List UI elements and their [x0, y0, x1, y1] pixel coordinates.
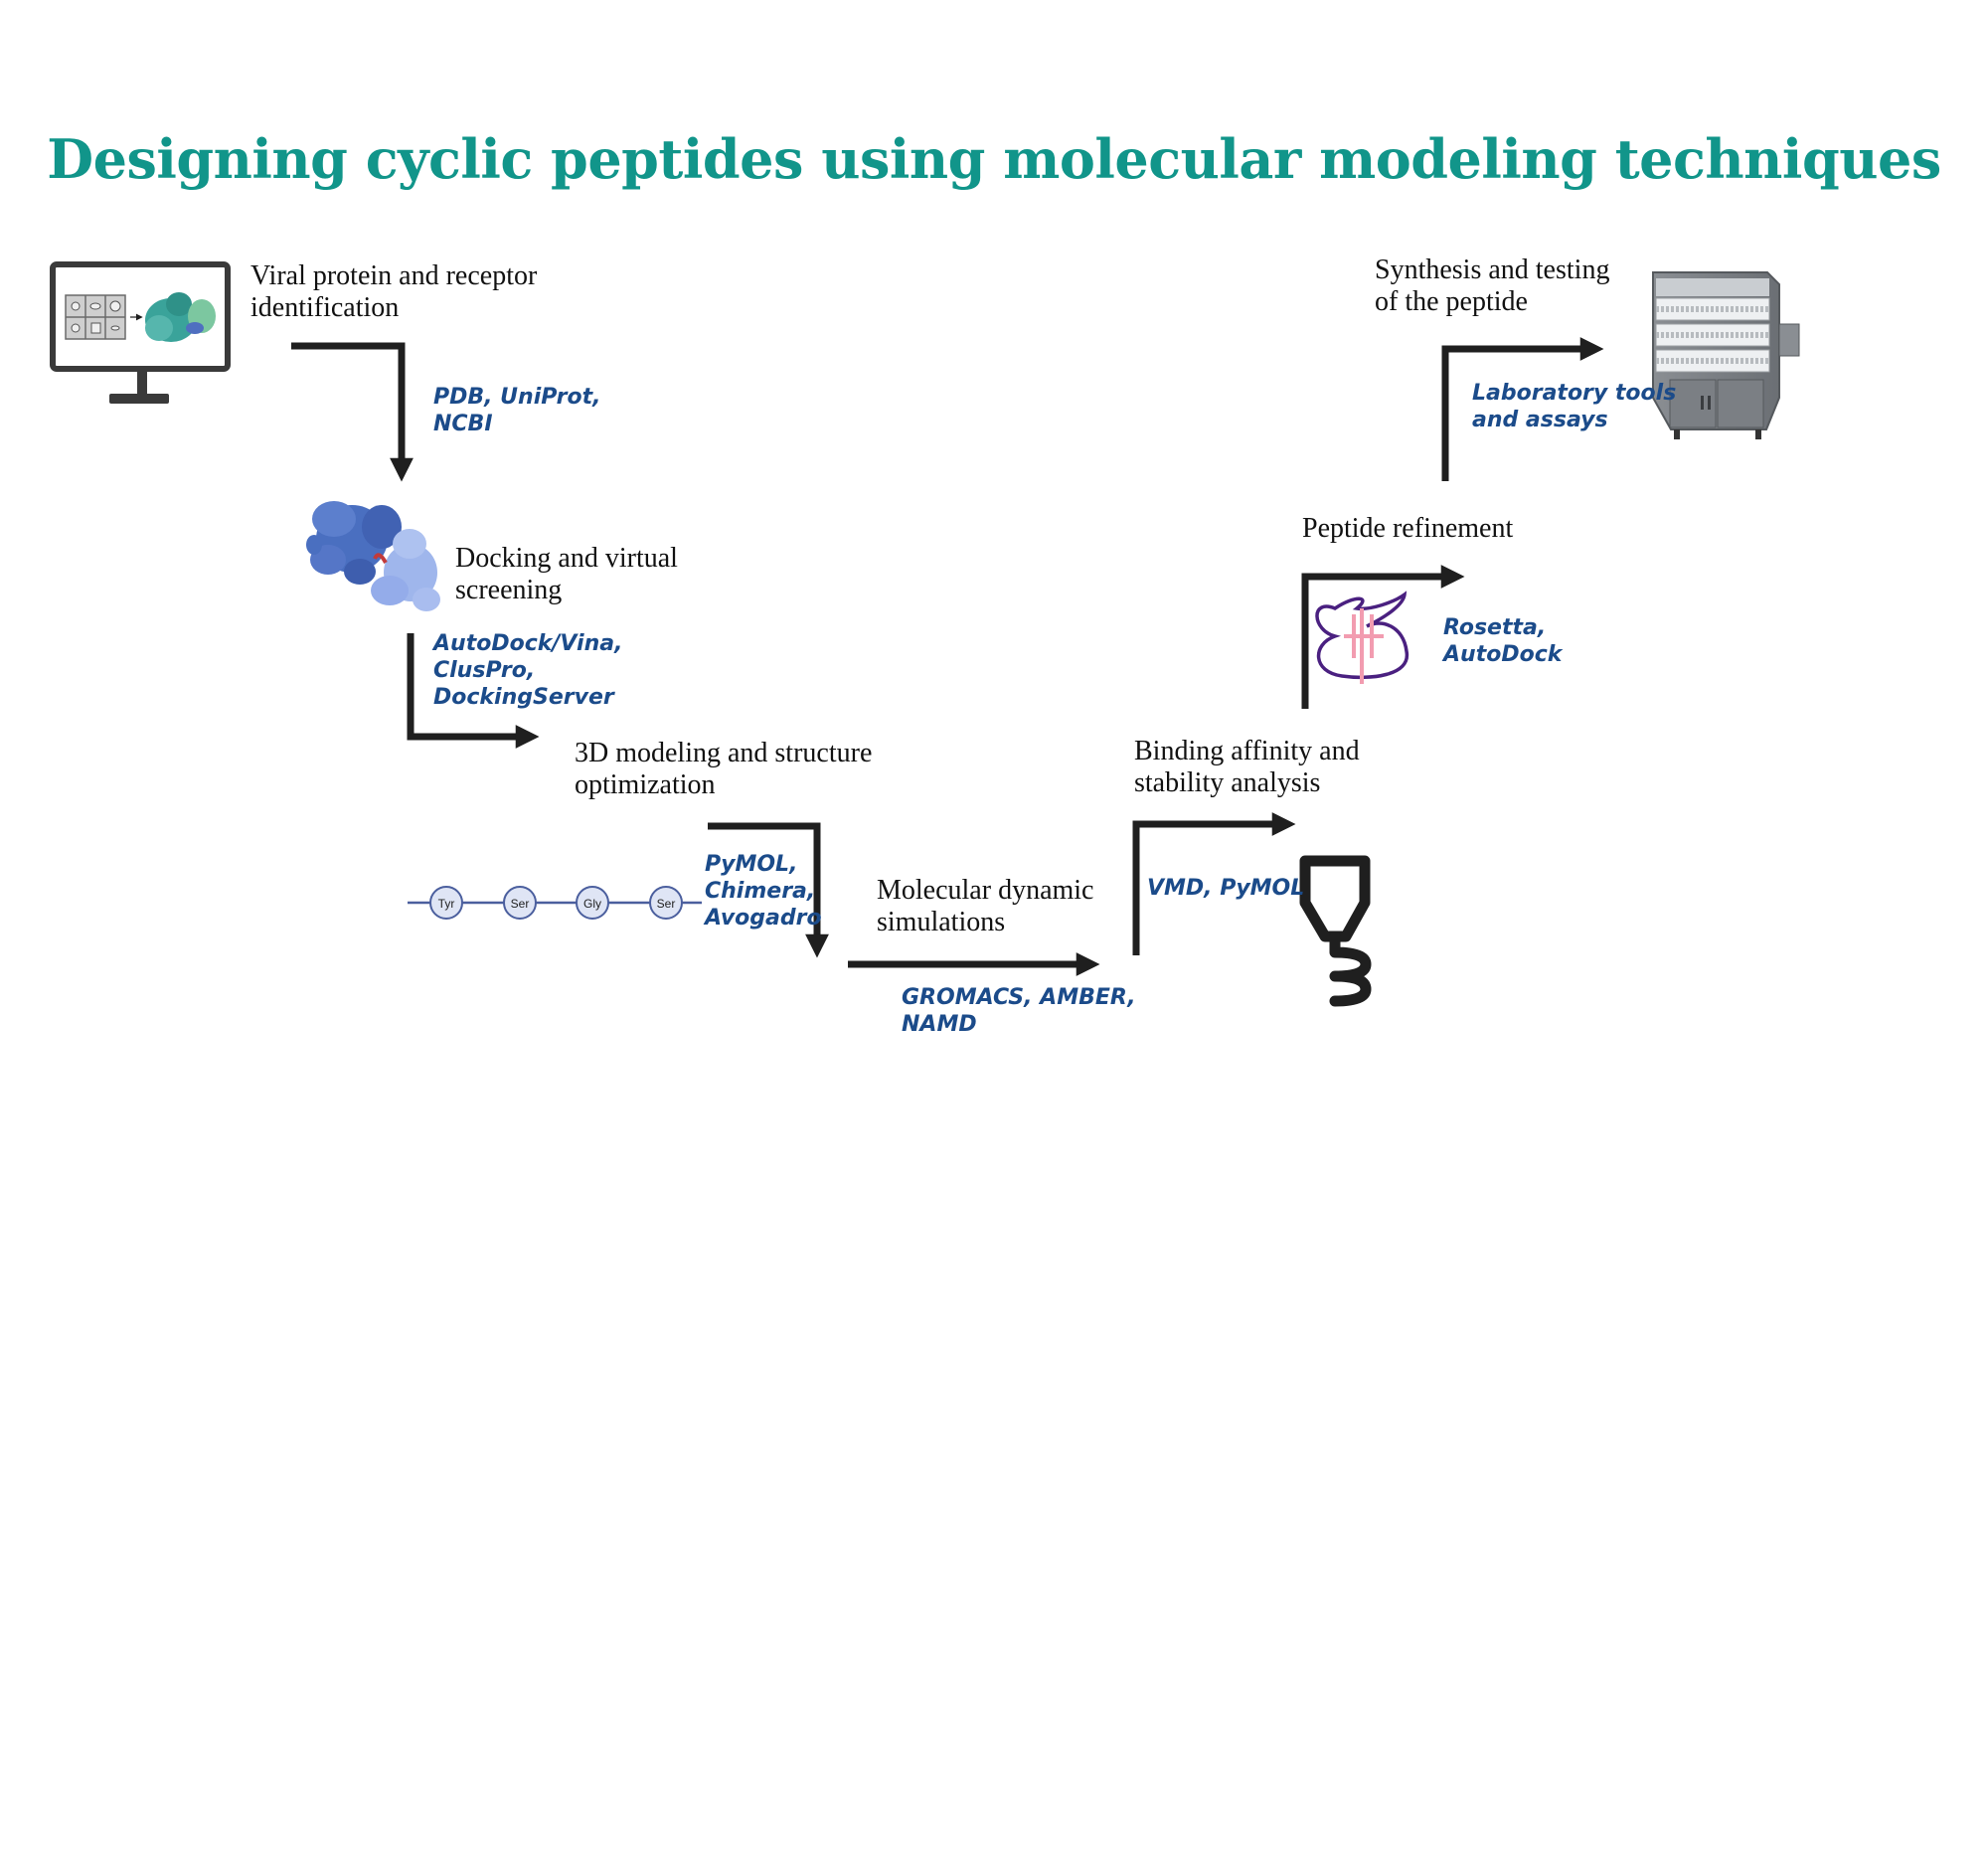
arrow-step3-to-step4 [708, 822, 829, 958]
peptide-bead-label: Ser [511, 897, 530, 911]
step-refinement-tools: Rosetta, AutoDock [1443, 615, 1563, 667]
cyclic-peptide-icon [1315, 591, 1408, 684]
step-viral-protein-tools: PDB, UniProt, NCBI [433, 385, 601, 436]
diagram-title: Designing cyclic peptides using molecula… [47, 127, 1941, 191]
peptide-bead: Gly [576, 886, 609, 920]
peptide-bead-label: Tyr [438, 897, 455, 911]
arrow-step7-to-synthesis [1441, 337, 1604, 481]
peptide-chain-icon: Tyr Ser Gly Ser [408, 886, 702, 920]
step-synthesis-label: Synthesis and testing of the peptide [1375, 254, 1610, 317]
peptide-bead: Tyr [429, 886, 463, 920]
flow-arrows [291, 337, 1604, 976]
arrow-step6-to-step7 [1301, 565, 1465, 709]
step-dynamics-tools: GROMACS, AMBER, NAMD [902, 985, 1136, 1037]
synthesizer-machine-icon [1652, 271, 1800, 439]
step-dynamics-label: Molecular dynamic simulations [877, 875, 1094, 937]
arrow-step2-to-step3 [407, 633, 540, 749]
step-binding-tools: VMD, PyMOL [1147, 876, 1305, 901]
step-refinement-label: Peptide refinement [1302, 513, 1514, 544]
step-synthesis-tools: Laboratory tools and assays [1472, 381, 1677, 432]
step-modeling-tools: PyMOL, Chimera, Avogadro [705, 852, 822, 931]
peptide-bead: Ser [503, 886, 537, 920]
arrow-step1-to-step2 [291, 342, 414, 482]
protein-complex-icon [306, 501, 440, 611]
peptide-bead-label: Gly [583, 897, 601, 911]
step-binding-label: Binding affinity and stability analysis [1134, 736, 1360, 798]
peptide-bead: Ser [649, 886, 683, 920]
binding-symbol-icon [1299, 855, 1372, 1007]
monitor-icon [50, 261, 231, 404]
step-viral-protein-label: Viral protein and receptor identificatio… [250, 260, 538, 323]
step-docking-tools: AutoDock/Vina, ClusPro, DockingServer [433, 631, 623, 710]
arrow-step5-to-step6 [1132, 812, 1296, 955]
step-docking-label: Docking and virtual screening [455, 543, 678, 605]
step-modeling-label: 3D modeling and structure optimization [575, 738, 873, 800]
peptide-bead-label: Ser [657, 897, 676, 911]
